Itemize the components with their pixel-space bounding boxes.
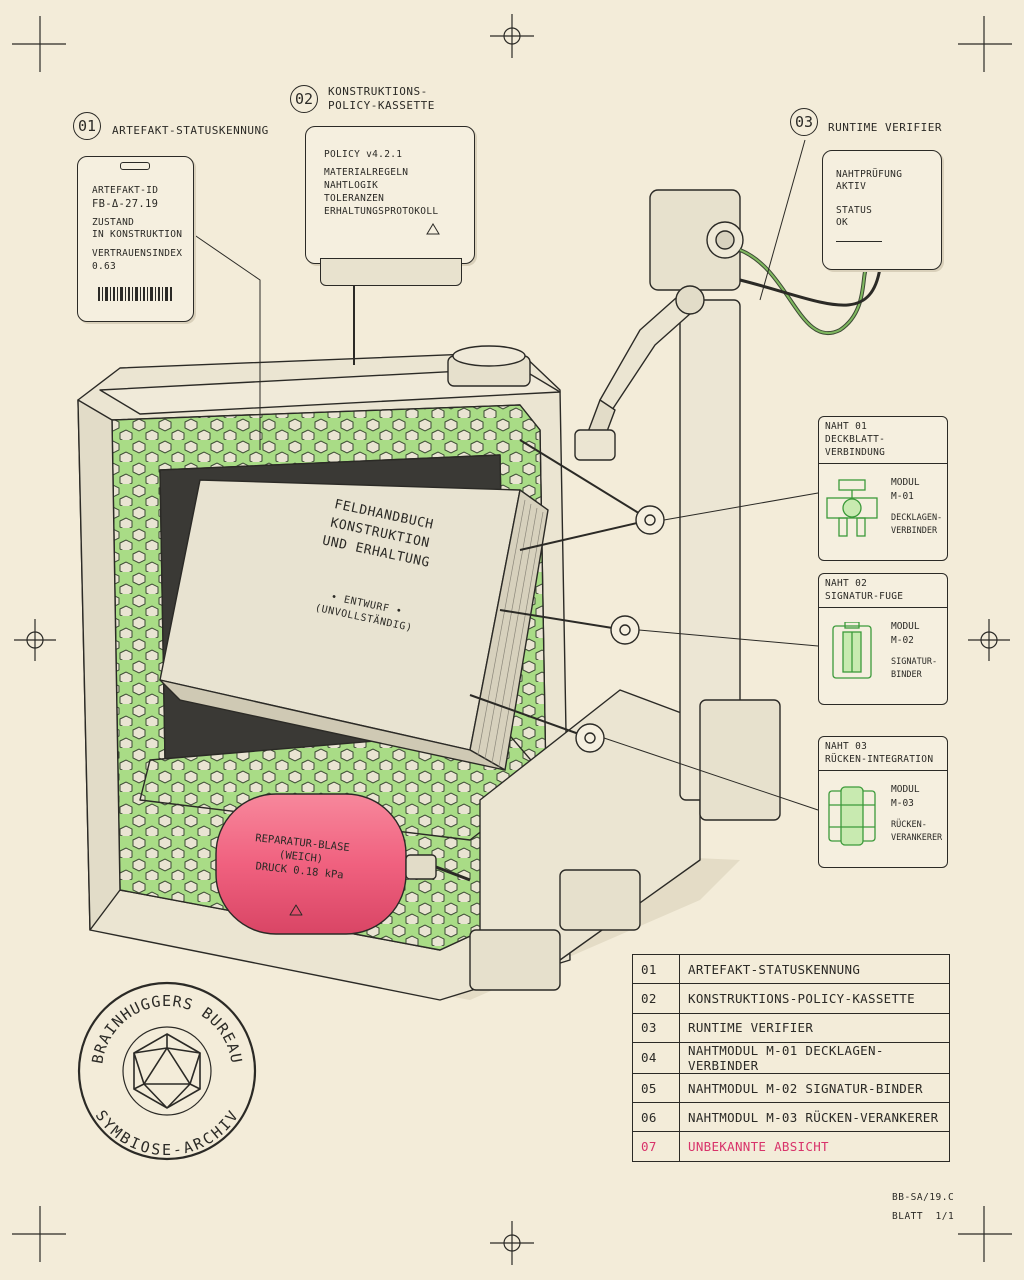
policy-item-4: ERHALTUNGSPROTOKOLL [324, 206, 439, 217]
seam-01-header: NAHT 01 DECKBLATT-VERBINDUNG [819, 417, 947, 464]
verifier-line2: AKTIV [836, 181, 867, 192]
seam-03-module: MODUL M-03 [891, 783, 920, 811]
seam-02-module: MODUL M-02 [891, 620, 920, 648]
seam-module-03: NAHT 03 RÜCKEN-INTEGRATION MODUL M-03 RÜ… [818, 736, 948, 868]
verifier-underline [836, 241, 882, 242]
policy-item-1: MATERIALREGELN [324, 167, 409, 178]
seam-03-module-label: MODUL [891, 784, 920, 795]
policy-cassette-connector [320, 258, 462, 286]
policy-item-2: NAHTLOGIK [324, 180, 379, 191]
seam-03-desc-line2: VERANKERER [891, 833, 943, 843]
callout-02-title-line2: POLICY-KASSETTE [328, 99, 435, 112]
legend-number: 02 [632, 983, 680, 1014]
trust-index-label: VERTRAUENSINDEX [92, 248, 183, 259]
seam-02-header: NAHT 02 SIGNATUR-FUGE [819, 574, 947, 608]
verifier-line3: STATUS [836, 205, 873, 216]
seam-01-subtitle: DECKBLATT-VERBINDUNG [825, 434, 886, 458]
callout-01-number: 01 [73, 112, 101, 140]
seam-03-subtitle: RÜCKEN-INTEGRATION [825, 754, 934, 765]
seam-02-module-id: M-02 [891, 635, 914, 646]
legend-label: ARTEFAKT-STATUSKENNUNG [679, 953, 950, 985]
seam-01-description: DECKLAGEN- VERBINDER [891, 512, 942, 538]
warning-triangle-icon [426, 223, 440, 235]
runtime-verifier-card: NAHTPRÜFUNG AKTIV STATUS OK [822, 150, 942, 270]
state-value: IN KONSTRUKTION [92, 229, 183, 240]
legend-number: 05 [632, 1072, 680, 1104]
seam-02-desc-line1: SIGNATUR- [891, 657, 938, 667]
legend-number: 01 [632, 953, 680, 985]
policy-cassette-card: POLICY v4.2.1 MATERIALREGELN NAHTLOGIK T… [305, 126, 475, 264]
state-label: ZUSTAND [92, 217, 135, 228]
seam-01-title: NAHT 01 [825, 421, 868, 432]
legend-label: RUNTIME VERIFIER [679, 1012, 950, 1043]
seam-03-module-id: M-03 [891, 798, 914, 809]
legend-label: NAHTMODUL M-01 DECKLAGEN-VERBINDER [679, 1041, 950, 1074]
trust-index-value: 0.63 [92, 261, 117, 272]
artifact-status-card: ARTEFAKT-ID FB-Δ-27.19 ZUSTAND IN KONSTR… [77, 156, 194, 322]
verifier-line4: OK [836, 217, 849, 228]
seam-02-title: NAHT 02 [825, 578, 868, 589]
callout-03-title: RUNTIME VERIFIER [828, 121, 942, 134]
verifier-line1: NAHTPRÜFUNG [836, 169, 903, 180]
seam-03-desc-line1: RÜCKEN- [891, 820, 927, 830]
seam-module-02: NAHT 02 SIGNATUR-FUGE MODUL M-02 SIGNATU… [818, 573, 948, 705]
legend-label: UNBEKANNTE ABSICHT [679, 1131, 950, 1162]
legend-number: 07 [632, 1131, 680, 1162]
legend-number: 04 [632, 1041, 680, 1074]
seam-02-module-label: MODUL [891, 621, 920, 632]
seam-03-description: RÜCKEN- VERANKERER [891, 819, 942, 845]
callout-02-title: KONSTRUKTIONS- POLICY-KASSETTE [328, 85, 435, 113]
seam-01-module: MODUL M-01 [891, 476, 920, 504]
legend-label: NAHTMODUL M-03 RÜCKEN-VERANKERER [679, 1102, 950, 1133]
spine-anchor-icon [828, 786, 876, 846]
bureau-stamp: BRAINHUGGERS BUREAU SYMBIOSE-ARCHIV [77, 981, 257, 1161]
callout-01-title: ARTEFAKT-STATUSKENNUNG [112, 124, 269, 137]
seam-03-title: NAHT 03 [825, 741, 868, 752]
callout-02-number: 02 [290, 85, 318, 113]
seam-02-description: SIGNATUR- BINDER [891, 656, 937, 682]
seam-module-01: NAHT 01 DECKBLATT-VERBINDUNG MODUL M-01 … [818, 416, 948, 561]
seam-02-desc-line2: BINDER [891, 670, 922, 680]
legend-label: KONSTRUKTIONS-POLICY-KASSETTE [679, 983, 950, 1014]
seam-01-module-id: M-01 [891, 491, 914, 502]
policy-version: POLICY v4.2.1 [324, 149, 403, 160]
sheet-code: BB-SA/19.C [892, 1192, 955, 1203]
icosahedron-icon [133, 1033, 201, 1109]
artifact-id-value: FB-Δ-27.19 [92, 198, 159, 210]
seam-01-desc-line1: DECKLAGEN- [891, 513, 943, 523]
legend-number: 03 [632, 1012, 680, 1043]
seam-03-header: NAHT 03 RÜCKEN-INTEGRATION [819, 737, 947, 771]
cover-binder-icon [826, 479, 878, 537]
barcode-icon [98, 287, 172, 301]
legend-number: 06 [632, 1102, 680, 1133]
policy-item-3: TOLERANZEN [324, 193, 385, 204]
sheet-info: BB-SA/19.C BLATT 1/1 [892, 1190, 954, 1224]
seam-01-module-label: MODUL [891, 477, 920, 488]
seam-01-desc-line2: VERBINDER [891, 526, 938, 536]
seam-02-subtitle: SIGNATUR-FUGE [825, 591, 904, 602]
legend-label: NAHTMODUL M-02 SIGNATUR-BINDER [679, 1072, 950, 1104]
sheet-page: BLATT 1/1 [892, 1211, 955, 1222]
card-slot [120, 162, 150, 170]
callout-03-number: 03 [790, 108, 818, 136]
signature-binder-icon [832, 622, 872, 679]
callout-02-title-line1: KONSTRUKTIONS- [328, 85, 428, 98]
artifact-id-label: ARTEFAKT-ID [92, 185, 159, 196]
